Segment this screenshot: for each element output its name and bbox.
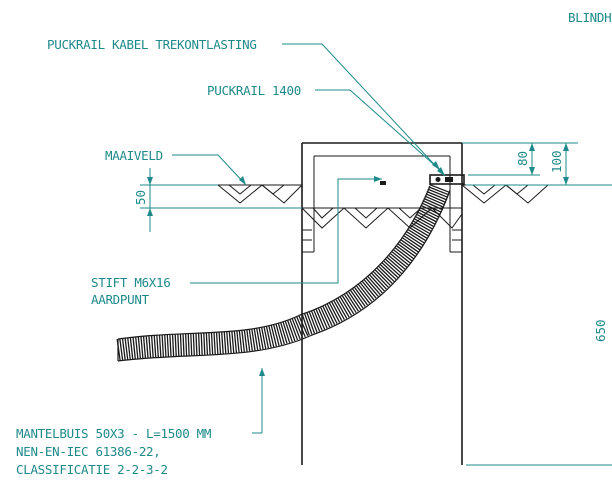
housing xyxy=(301,142,465,465)
ground-surface xyxy=(217,184,549,204)
label-stift-line1: STIFT M6X16 xyxy=(91,275,170,290)
inner-ground-line xyxy=(301,207,463,229)
leader-lines xyxy=(172,43,446,434)
dimension-80: 80 xyxy=(515,151,530,166)
dimension-100: 100 xyxy=(549,150,564,173)
label-mantelbuis-line1: MANTELBUIS 50X3 - L=1500 MM xyxy=(16,426,211,441)
label-puckrail-kabel: PUCKRAIL KABEL TREKONTLASTING xyxy=(47,37,257,52)
label-mantelbuis-line3: CLASSIFICATIE 2-2-3-2 xyxy=(16,462,168,477)
label-mantelbuis-line2: NEN-EN-IEC 61386-22, xyxy=(16,444,161,459)
label-maaiveld: MAAIVELD xyxy=(105,148,163,163)
label-puckrail-1400: PUCKRAIL 1400 xyxy=(207,83,301,98)
dimension-lines xyxy=(140,142,578,232)
earth-stud xyxy=(380,181,386,185)
label-stift-line2: AARDPUNT xyxy=(91,292,150,307)
corrugated-conduit xyxy=(116,184,451,362)
label-blind: BLINDH xyxy=(568,10,611,25)
dimension-50: 50 xyxy=(133,190,148,205)
reference-lines xyxy=(466,184,612,466)
puckrail-clamp xyxy=(429,174,465,185)
dimension-650: 650 xyxy=(593,319,608,342)
